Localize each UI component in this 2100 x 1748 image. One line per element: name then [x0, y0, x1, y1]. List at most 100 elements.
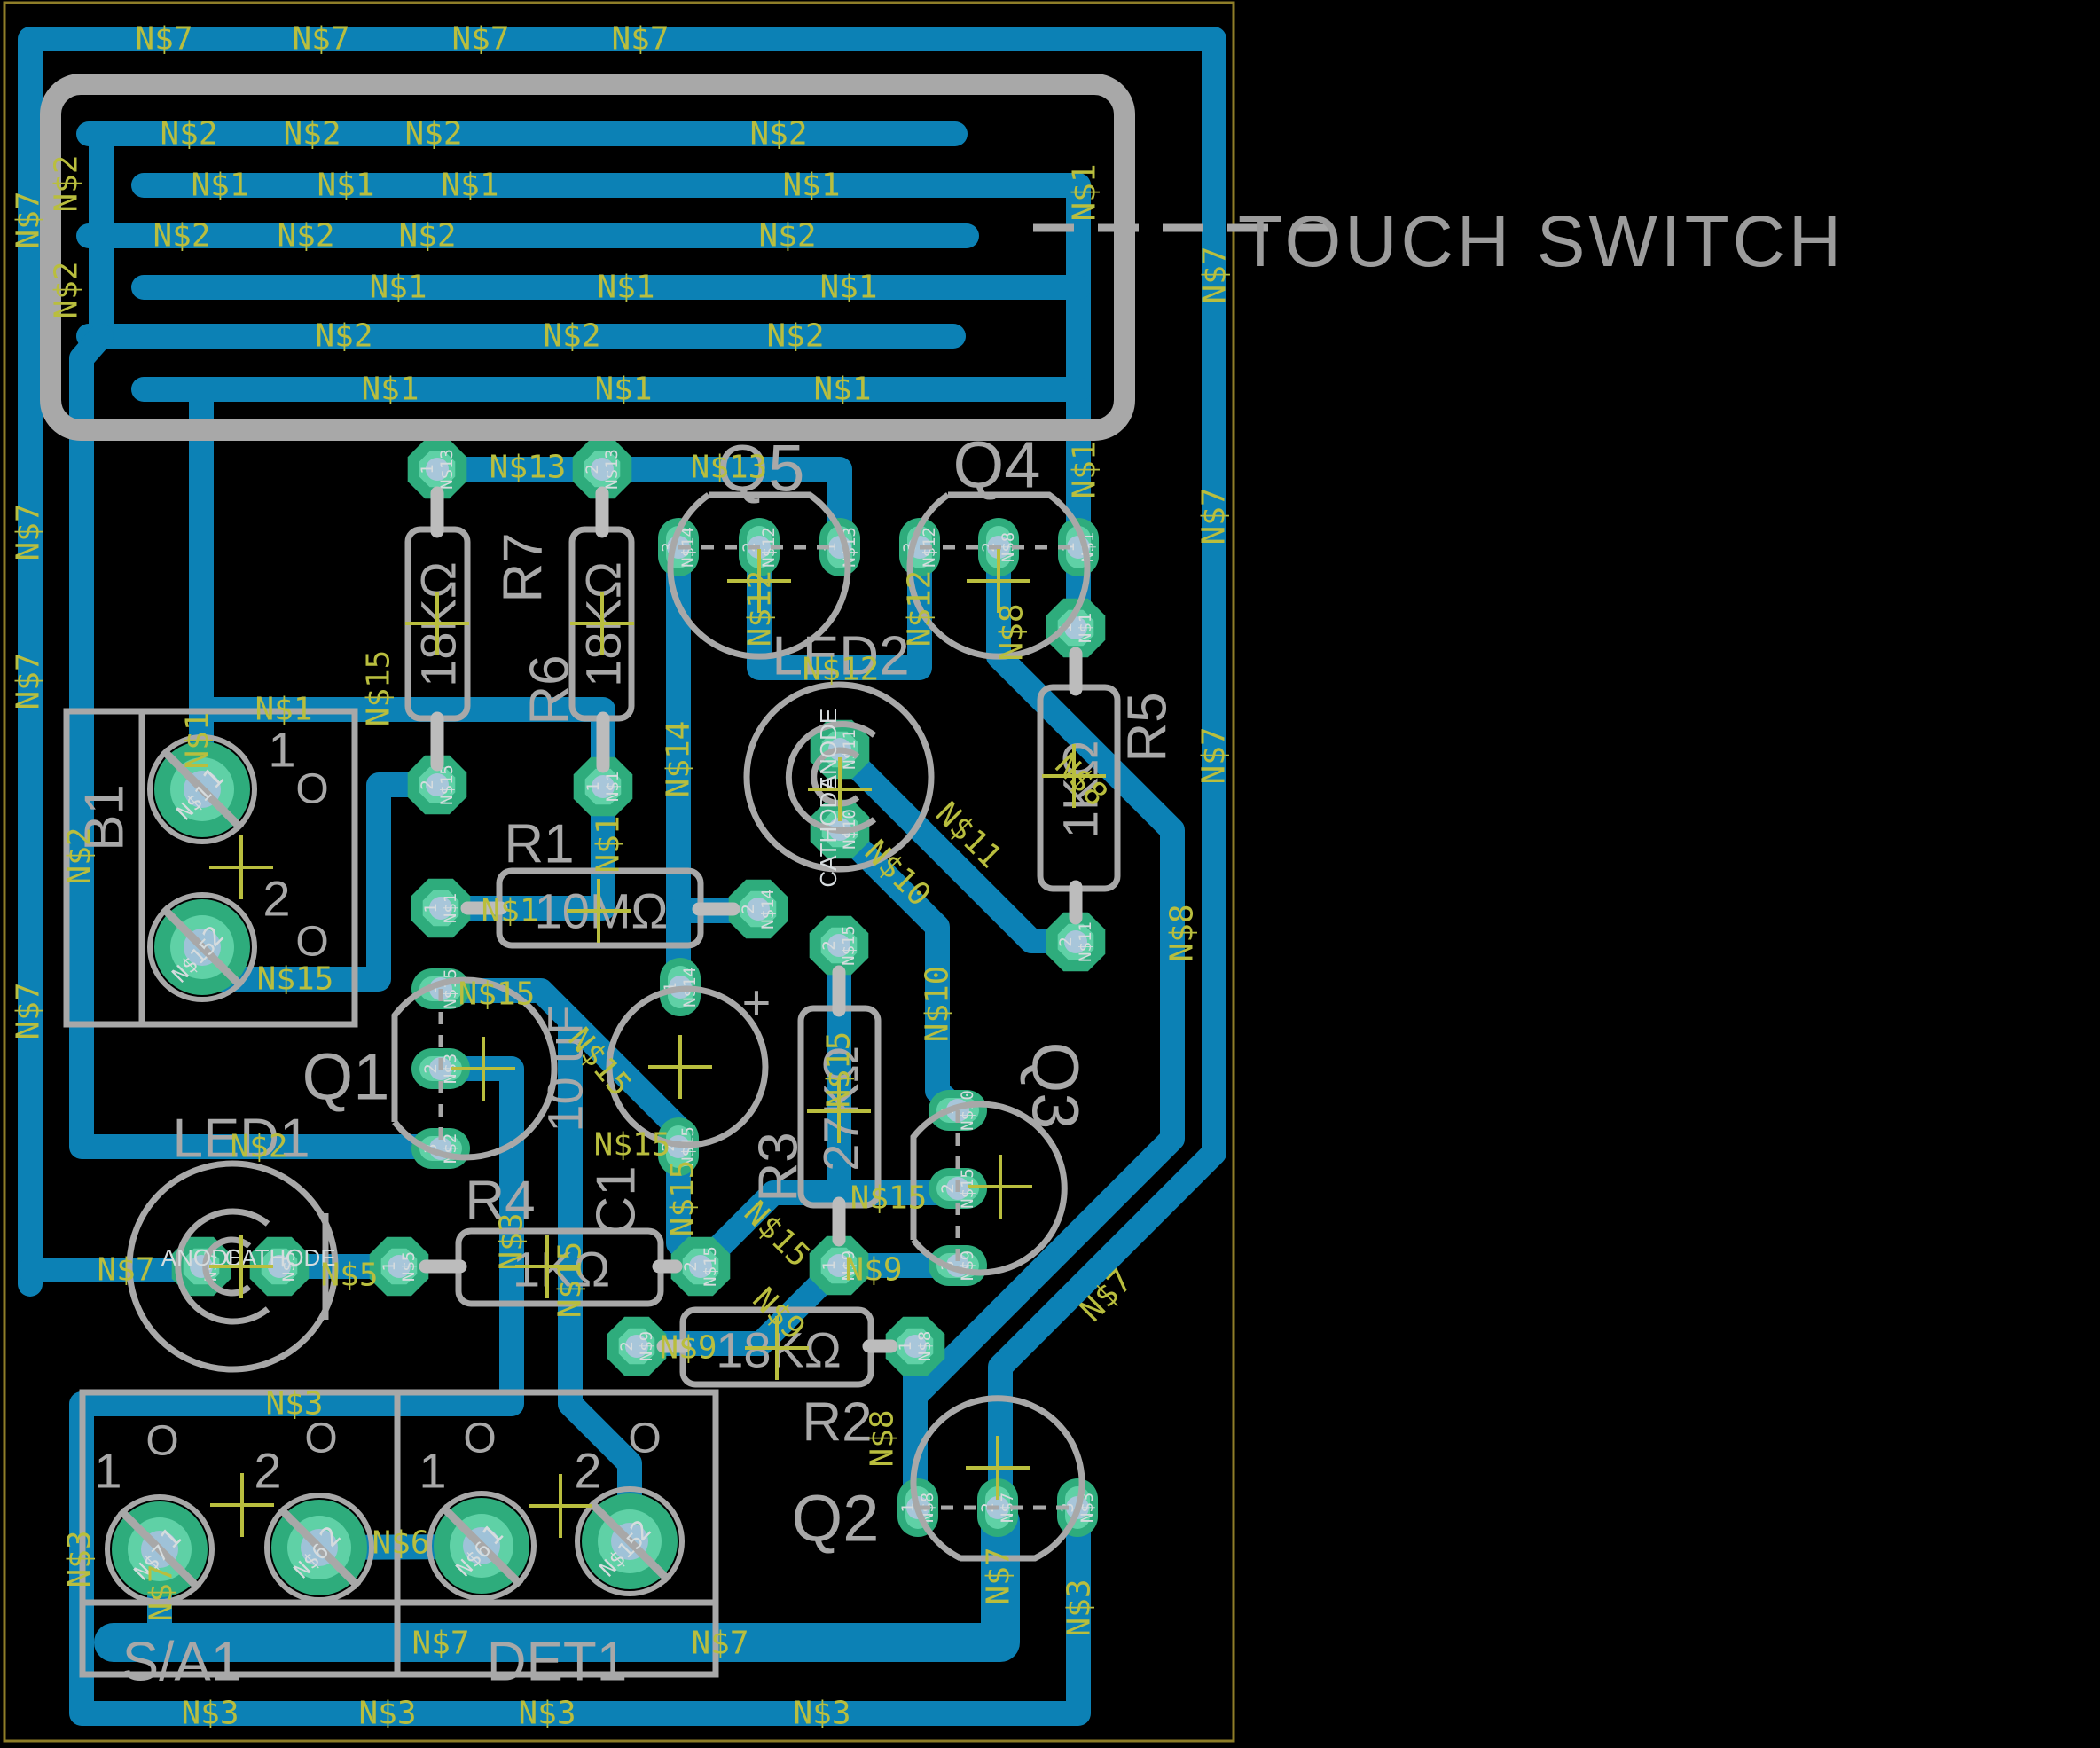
net-label-N$8: N$8 [865, 1409, 901, 1467]
silk-text: 2 [262, 871, 290, 927]
net-label-N$3: N$3 [265, 1386, 323, 1423]
silk-text: DET1 [487, 1632, 627, 1693]
annotation-touch-switch-label: TOUCH SWITCH [1238, 201, 1845, 282]
pad-DET1-2[interactable]: 2N$15 [575, 1486, 685, 1596]
net-label-N$7: N$7 [1197, 246, 1234, 303]
pad-text: 1 [661, 982, 680, 992]
pad-text: N$12 [759, 527, 779, 568]
net-label-N$1: N$1 [813, 372, 871, 408]
net-label-N$3: N$3 [1062, 1579, 1098, 1636]
pad-text: N$14 [758, 889, 778, 929]
net-label-N$10: N$10 [920, 966, 956, 1043]
pad-text: 1 [380, 1261, 399, 1271]
silk-shape [910, 1101, 1068, 1276]
silk-text: B1 [74, 784, 136, 851]
pad-text: N$13 [437, 449, 457, 490]
silk-shape [202, 1236, 252, 1297]
silk-text: R5 [1117, 692, 1179, 762]
net-label-N$7: N$7 [11, 982, 47, 1039]
pad-text: N$5 [279, 1251, 299, 1282]
pad-B1-1[interactable]: 1N$1 [147, 734, 257, 844]
net-label-N$1: N$1 [591, 815, 627, 873]
silk-text: S/A1 [122, 1632, 241, 1693]
trace-N$1[interactable] [189, 697, 615, 921]
pad-B1-2[interactable]: 2N$15 [147, 892, 257, 1002]
net-label-N$2: N$2 [758, 218, 816, 255]
net-label-N$1: N$1 [597, 270, 654, 306]
silk-text: 1 [419, 1443, 446, 1499]
net-label-N$1: N$1 [1067, 441, 1103, 498]
pad-text: 2 [421, 1063, 441, 1073]
net-label-N$6: N$6 [372, 1525, 429, 1562]
origin-cross [529, 1474, 592, 1538]
net-label-N$12: N$12 [902, 570, 938, 647]
net-label-N$1: N$1 [180, 711, 216, 769]
trace-N$8[interactable] [903, 535, 1185, 1520]
origin-crosses-layer [209, 549, 1106, 1538]
net-label-N$15: N$15 [850, 1180, 928, 1217]
origin-cross [807, 1079, 871, 1143]
net-label-N$2: N$2 [49, 261, 85, 318]
silk-text: 2 [254, 1443, 281, 1499]
net-label-N$2: N$2 [283, 116, 341, 153]
net-label-N$15: N$15 [594, 1127, 671, 1164]
net-label-N$1: N$1 [819, 270, 877, 306]
pad-text: N$15 [839, 925, 858, 966]
annotation-group: TOUCH SWITCH [1033, 201, 1845, 282]
trace-N$7[interactable] [94, 1502, 1020, 1662]
silk-shape [667, 491, 851, 660]
net-label-N$3: N$3 [793, 1696, 850, 1732]
pad-SA1-2[interactable]: 2N$6 [264, 1493, 374, 1603]
silk-shape [743, 681, 935, 873]
net-label-N$3: N$3 [494, 1212, 530, 1270]
silk-text: R3 [748, 1132, 810, 1202]
net-label-N$7: N$7 [981, 1547, 1017, 1604]
pad-text: N$1 [441, 893, 460, 923]
silk-text: O [463, 1415, 496, 1462]
net-label-N$2: N$2 [398, 218, 456, 255]
pad-text: N$13 [602, 449, 622, 490]
pad-LED1-C[interactable]: N$5 [249, 1236, 310, 1297]
pad-text: N$1 [1076, 613, 1095, 643]
net-label-N$13: N$13 [691, 450, 768, 486]
pad-text: N$9 [637, 1331, 656, 1361]
net-label-N$2: N$2 [62, 827, 98, 884]
silk-text: 10 uF [537, 1005, 593, 1132]
silk-text: R4 [465, 1171, 535, 1232]
silk-text: ANODE [815, 709, 842, 790]
pad-SA1-1[interactable]: 1N$7 [105, 1494, 215, 1604]
pad-text: N$15 [958, 1168, 977, 1209]
trace-N$15[interactable] [688, 1180, 970, 1278]
pad-DET1-1[interactable]: 1N$6 [427, 1491, 537, 1601]
pad-text: N$3 [441, 1054, 460, 1084]
pad-text: 2 [681, 1261, 701, 1271]
origin-cross [966, 1436, 1030, 1500]
silk-text: R7 [493, 532, 554, 602]
net-label-N$8: N$8 [1164, 904, 1201, 961]
trace-N$2[interactable] [69, 324, 453, 1159]
pad-text: 1 [421, 903, 441, 913]
net-label-N$3: N$3 [518, 1696, 576, 1732]
net-label-N$7: N$7 [451, 21, 509, 58]
trace-N$15[interactable] [200, 772, 427, 992]
net-label-N$14: N$14 [661, 721, 697, 798]
net-label-N$7: N$7 [691, 1626, 748, 1662]
net-label-N$7: N$7 [611, 21, 669, 58]
silk-text: 1KΩ [513, 1242, 610, 1297]
net-label-N$2: N$2 [160, 116, 217, 153]
